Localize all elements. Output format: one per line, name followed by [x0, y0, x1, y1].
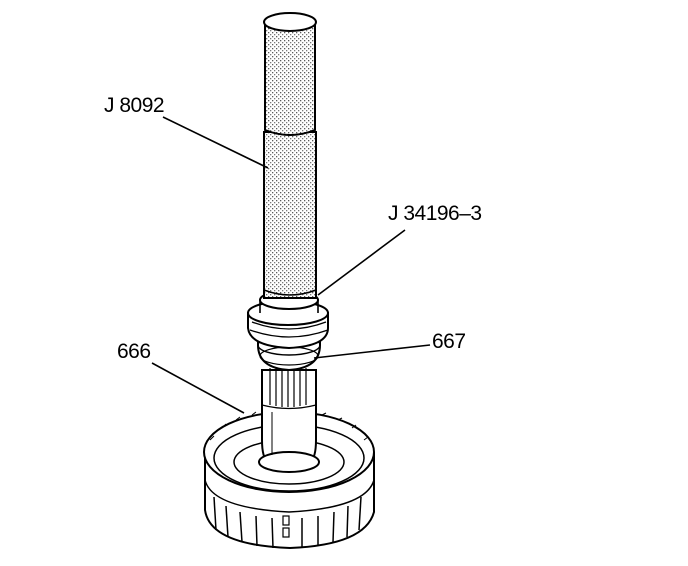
leader-667 [313, 344, 431, 359]
handle-j8092 [263, 12, 317, 299]
label-j8092: J 8092 [104, 94, 165, 117]
leader-j8092 [162, 116, 269, 169]
label-666: 666 [117, 340, 151, 363]
label-667: 667 [432, 330, 466, 353]
leader-lines [151, 116, 431, 414]
shaft-hub [258, 368, 320, 473]
label-j34196-3: J 34196–3 [388, 202, 482, 225]
leader-j34196-3 [317, 229, 406, 296]
leader-666 [151, 362, 245, 414]
installer-j34196-3 [247, 290, 329, 350]
